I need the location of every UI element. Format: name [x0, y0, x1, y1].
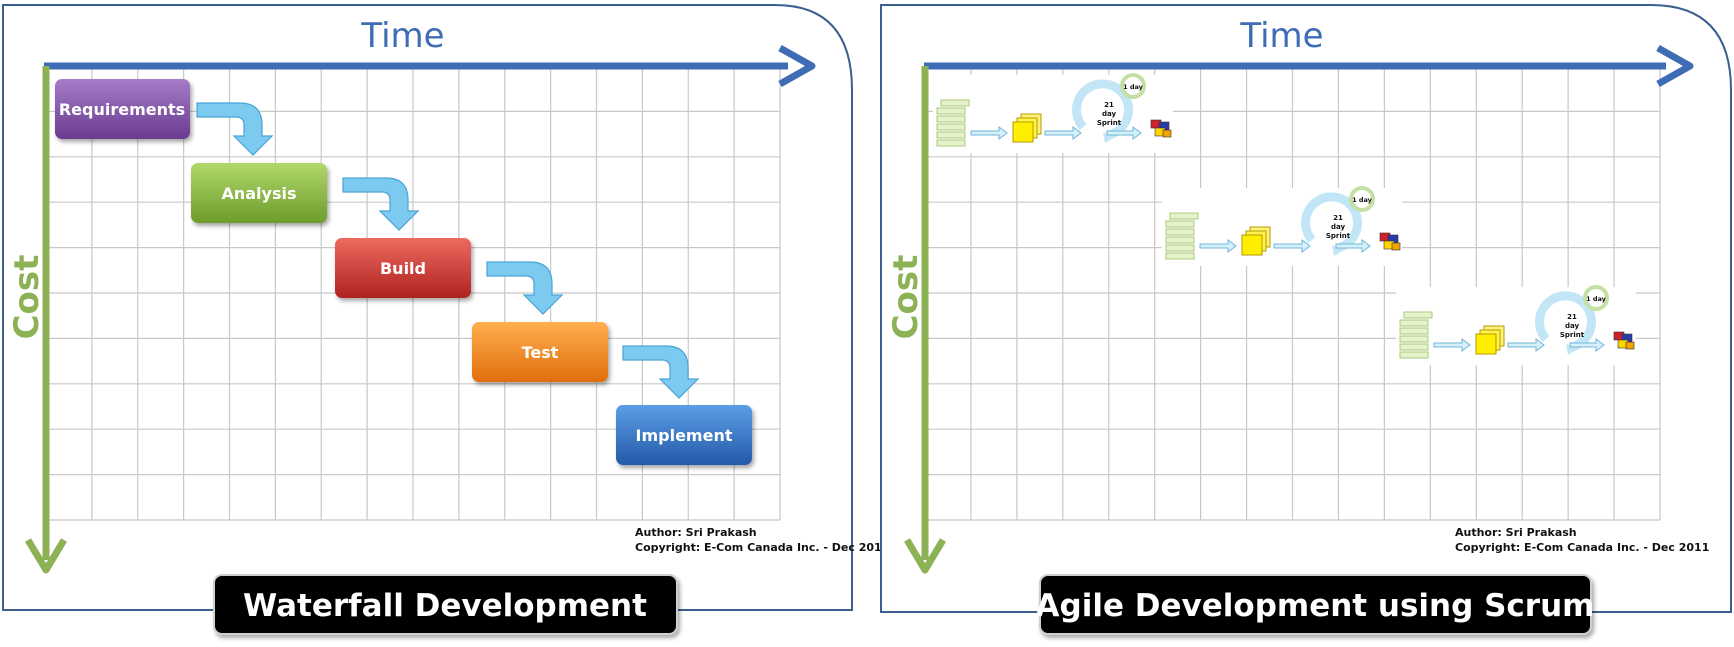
- flow-arrow: [1569, 338, 1605, 352]
- sprint-backlog-icon: [1241, 226, 1271, 256]
- time-axis-arrow: [44, 44, 816, 88]
- flow-arrow: [1106, 126, 1142, 140]
- waterfall-banner: Waterfall Development: [213, 574, 678, 635]
- sprint-flow-1: 21 day Sprint 1 day: [933, 73, 1173, 153]
- author-credit: Author: Sri Prakash: [635, 526, 757, 539]
- sprint-duration-number: 21: [1333, 214, 1343, 222]
- agile-banner-title: Agile Development using Scrum: [1036, 588, 1595, 624]
- product-increment-icon: [1150, 119, 1172, 138]
- sprint-backlog-icon: [1475, 325, 1505, 355]
- daily-cycle-label: 1 day: [1352, 196, 1373, 204]
- flow-arrow: [1335, 239, 1371, 253]
- product-increment-icon: [1379, 232, 1401, 251]
- sprint-label: Sprint: [1097, 119, 1122, 127]
- connector-arrow-3: [486, 261, 564, 315]
- sprint-duration-number: 21: [1104, 101, 1114, 109]
- sprint-flow-2: 21 day Sprint 1 day: [1162, 186, 1402, 266]
- flow-arrow: [1433, 338, 1471, 352]
- copyright-credit: Copyright: E-Com Canada Inc. - Dec 2011: [1455, 541, 1709, 554]
- phase-label: Test: [522, 343, 559, 362]
- flow-arrow: [1273, 239, 1311, 253]
- phase-label: Build: [380, 259, 426, 278]
- daily-scrum-icon: 1 day: [1349, 186, 1375, 212]
- flow-arrow: [1199, 239, 1237, 253]
- phase-build: Build: [335, 238, 471, 298]
- cost-axis-label: Cost: [886, 255, 926, 340]
- phase-label: Implement: [636, 426, 733, 445]
- phase-connectors: [196, 102, 700, 399]
- time-axis-label: Time: [1239, 16, 1323, 56]
- copyright-credit: Copyright: E-Com Canada Inc. - Dec 2011: [635, 541, 889, 554]
- sprint-label: Sprint: [1560, 331, 1585, 339]
- sprint-duration-number: 21: [1567, 313, 1577, 321]
- phase-label: Requirements: [59, 100, 185, 119]
- phase-analysis: Analysis: [191, 163, 327, 223]
- time-axis-label: Time: [360, 16, 444, 56]
- sprint-cycle-icon: 21 day Sprint: [1301, 192, 1363, 256]
- agile-banner: Agile Development using Scrum: [1036, 574, 1595, 635]
- daily-cycle-label: 1 day: [1586, 295, 1607, 303]
- product-backlog-icon: [1399, 311, 1433, 359]
- phase-requirements: Requirements: [55, 79, 190, 139]
- phase-test: Test: [472, 322, 608, 382]
- sprint-duration-unit: day: [1102, 110, 1117, 118]
- waterfall-banner-title: Waterfall Development: [243, 588, 647, 624]
- sprint-cycle-icon: 21 day Sprint: [1535, 291, 1597, 355]
- waterfall-panel: Time Cost Requirements Analysis Build: [2, 4, 889, 635]
- author-credit: Author: Sri Prakash: [1455, 526, 1577, 539]
- cost-axis-arrow: [24, 66, 68, 574]
- phase-label: Analysis: [221, 184, 296, 203]
- flow-arrow: [1044, 126, 1082, 140]
- cost-axis-arrow: [903, 66, 947, 574]
- daily-scrum-icon: 1 day: [1120, 73, 1146, 99]
- cost-axis-label: Cost: [7, 255, 47, 340]
- flow-arrow: [970, 126, 1008, 140]
- sprint-duration-unit: day: [1331, 223, 1346, 231]
- product-backlog-icon: [936, 99, 970, 147]
- sprint-backlog-icon: [1012, 113, 1042, 143]
- flow-arrow: [1507, 338, 1545, 352]
- connector-arrow-1: [196, 102, 274, 156]
- connector-arrow-2: [342, 177, 420, 231]
- connector-arrow-4: [622, 345, 700, 399]
- sprint-cycle-icon: 21 day Sprint: [1072, 79, 1134, 143]
- product-increment-icon: [1613, 331, 1635, 350]
- agile-panel: Time Cost 21 day Sprint: [880, 4, 1732, 635]
- sprint-flow-3: 21 day Sprint 1 day: [1396, 285, 1636, 365]
- daily-scrum-icon: 1 day: [1583, 285, 1609, 311]
- sprint-label: Sprint: [1326, 232, 1351, 240]
- sprint-duration-unit: day: [1565, 322, 1580, 330]
- product-backlog-icon: [1165, 212, 1199, 260]
- time-axis-arrow: [924, 44, 1694, 88]
- daily-cycle-label: 1 day: [1123, 83, 1144, 91]
- phase-implement: Implement: [616, 405, 752, 465]
